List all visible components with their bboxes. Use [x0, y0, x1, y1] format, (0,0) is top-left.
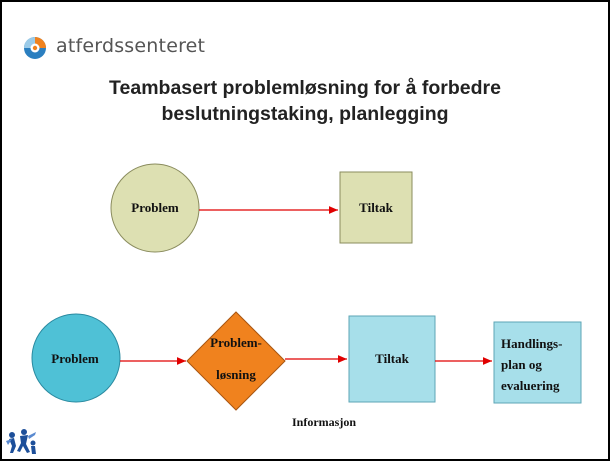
handlingsplan-box	[493, 321, 582, 404]
logo-text: atferdssenteret	[56, 35, 206, 57]
handlingsplan-label-3: evaluering	[501, 378, 560, 393]
problemlosning-label-1: Problem-	[210, 335, 262, 350]
problem-label-bottom: Problem	[51, 351, 99, 366]
informasjon-label: Informasjon	[291, 415, 356, 429]
problem-circle-bottom	[31, 313, 121, 403]
tiltak-box-bottom	[348, 315, 436, 403]
problem-label-top: Problem	[131, 200, 179, 215]
problem-circle-top	[110, 163, 200, 253]
handlingsplan-label-2: plan og	[501, 357, 542, 372]
atferdssenteret-logo-icon	[24, 37, 46, 59]
problemlosning-diamond	[186, 311, 286, 411]
title-line-1: Teambasert problemløsning for å forbedre	[109, 77, 501, 99]
title-line-2: beslutningstaking, planlegging	[161, 103, 449, 125]
children-playing-icon	[4, 426, 38, 456]
handlingsplan-label-1: Handlings-	[501, 336, 562, 351]
problemlosning-label-2: løsning	[216, 367, 256, 382]
tiltak-label-bottom: Tiltak	[375, 351, 409, 366]
tiltak-label-top: Tiltak	[359, 200, 393, 215]
slide-title: Teambasert problemløsning for å forbedre…	[42, 75, 568, 127]
tiltak-box-top	[339, 171, 413, 244]
